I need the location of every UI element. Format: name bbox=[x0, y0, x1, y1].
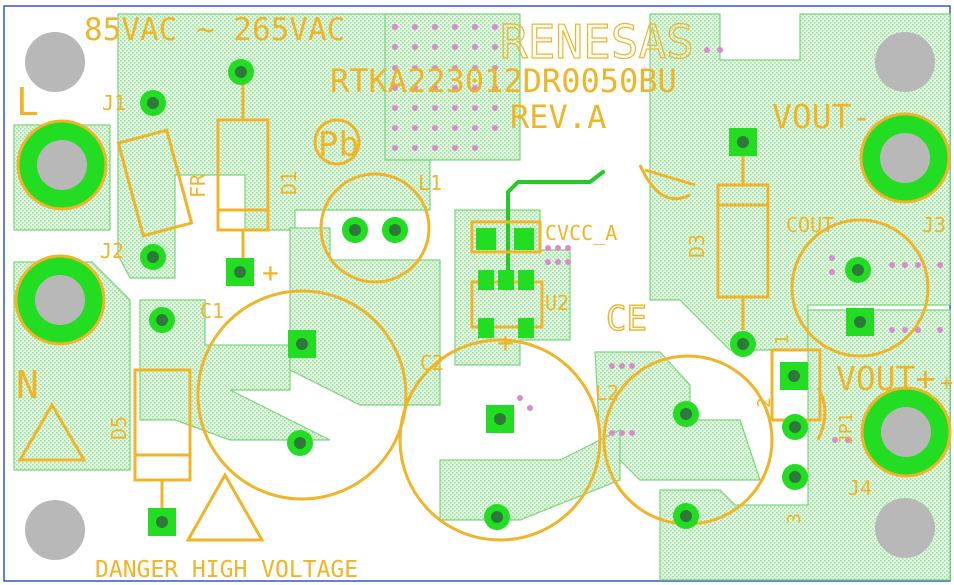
label-CVCC: CVCC_A bbox=[545, 221, 617, 245]
hv-warning-bottom bbox=[185, 471, 265, 542]
label-FR: FR bbox=[186, 173, 210, 198]
input-range-label: 85VAC ~ 265VAC bbox=[84, 12, 345, 48]
label-pin3: 3 bbox=[784, 513, 805, 524]
component-pads bbox=[140, 59, 874, 536]
label-JP1: JP1 bbox=[836, 412, 857, 445]
label-D1: D1 bbox=[277, 171, 301, 195]
mount-hole-br bbox=[875, 498, 935, 558]
label-pin2: 2 bbox=[754, 397, 775, 408]
l1-outline bbox=[319, 172, 431, 284]
mount-hole-bl bbox=[25, 500, 85, 560]
cvcc-outline bbox=[470, 220, 542, 254]
c2-outline bbox=[196, 289, 408, 501]
copper-pour-top-right bbox=[649, 13, 951, 351]
hv-warning-left bbox=[17, 402, 87, 462]
label-C2: C2 bbox=[420, 351, 444, 375]
c1-polarity-plus: + bbox=[262, 256, 279, 289]
copper-pour-c2 bbox=[289, 227, 441, 406]
silkscreen-outlines bbox=[17, 80, 930, 542]
mount-hole-tr bbox=[875, 32, 935, 92]
u2-pin1-plus: + bbox=[497, 326, 514, 359]
copper-pour-neutral-path bbox=[139, 299, 331, 441]
label-J3: J3 bbox=[922, 213, 946, 237]
brand-logo: RENESAS bbox=[500, 15, 694, 69]
pb-free-mark: Pb bbox=[318, 125, 359, 165]
label-L1: L1 bbox=[418, 171, 442, 195]
part-number-label: RTKA223012DR0050BU bbox=[330, 62, 677, 100]
terminal-pads bbox=[14, 112, 952, 478]
warning-label: DANGER HIGH VOLTAGE bbox=[95, 557, 358, 583]
label-J1: J1 bbox=[102, 91, 126, 115]
jp1-arc bbox=[816, 387, 827, 441]
l2-outline bbox=[398, 338, 602, 542]
label-U2: U2 bbox=[545, 291, 569, 315]
label-vout-plus: VOUT+ bbox=[836, 359, 935, 398]
via-array-top-center bbox=[392, 24, 498, 151]
label-pin1: 1 bbox=[772, 334, 793, 345]
label-J2: J2 bbox=[100, 239, 124, 263]
label-vout-minus: VOUT- bbox=[772, 97, 871, 136]
vout-plus-sign: + bbox=[940, 371, 953, 396]
pb-outline bbox=[313, 118, 361, 166]
ce-mark: CE bbox=[606, 299, 647, 339]
mounting-holes bbox=[25, 32, 935, 560]
label-L: L bbox=[16, 80, 39, 124]
label-L2: L2 bbox=[595, 381, 619, 405]
label-D3: D3 bbox=[685, 234, 709, 258]
cout-outline bbox=[790, 218, 930, 358]
label-N: N bbox=[16, 363, 39, 407]
silkscreen-text: 85VAC ~ 265VAC RENESAS RTKA223012DR0050B… bbox=[16, 12, 953, 583]
revision-label: REV.A bbox=[510, 98, 606, 136]
label-C1: C1 bbox=[200, 299, 224, 323]
label-COUT: COUT bbox=[786, 213, 834, 237]
esd-mark bbox=[638, 164, 696, 201]
mount-hole-tl bbox=[25, 32, 85, 92]
fr-body bbox=[116, 128, 194, 238]
vias bbox=[392, 24, 943, 443]
label-D5: D5 bbox=[107, 416, 131, 440]
label-J4: J4 bbox=[848, 476, 872, 500]
